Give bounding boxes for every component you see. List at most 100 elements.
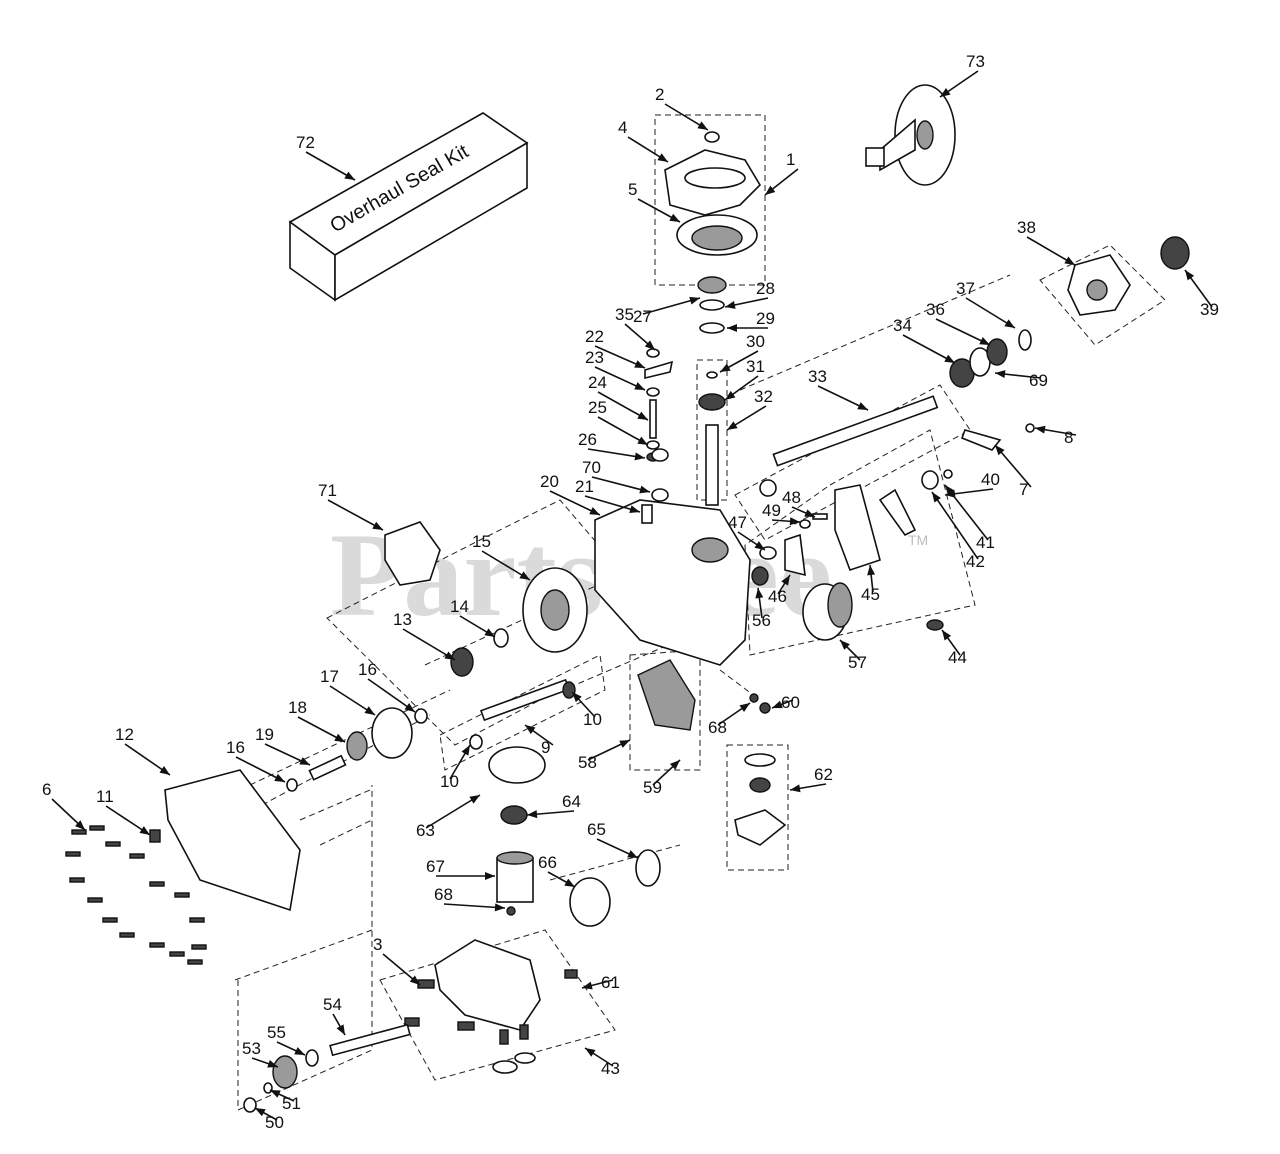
- arrowhead-8: [1035, 425, 1046, 434]
- callout-61: 61: [601, 973, 620, 992]
- axle-33-part: [772, 395, 939, 467]
- arrowhead-73: [940, 88, 951, 97]
- callout-68: 68: [708, 718, 727, 737]
- callout-40: 40: [981, 470, 1000, 489]
- arrowhead-30: [720, 363, 731, 372]
- callout-71: 71: [318, 481, 337, 500]
- callout-26: 26: [578, 430, 597, 449]
- callout-64: 64: [562, 792, 581, 811]
- arrowhead-59: [669, 760, 680, 770]
- callout-7: 7: [1019, 480, 1028, 499]
- arrowhead-18: [334, 733, 345, 742]
- bearing-36-part: [986, 338, 1008, 366]
- arrowhead-10: [461, 745, 470, 756]
- washer-16-upper-part: [414, 708, 428, 724]
- side-cover-part: [384, 521, 441, 586]
- hub-38-part: [1067, 254, 1131, 316]
- callout-63: 63: [416, 821, 435, 840]
- arrowhead-3: [409, 975, 420, 985]
- callout-2: 2: [655, 85, 664, 104]
- pinion-18-part: [346, 731, 368, 761]
- washer-55-part: [305, 1049, 319, 1067]
- washer-14-part: [493, 628, 509, 648]
- arrowhead-32: [727, 421, 738, 430]
- callout-56: 56: [752, 611, 771, 630]
- callout-16: 16: [358, 660, 377, 679]
- arrowhead-14: [484, 628, 495, 637]
- arrowhead-50: [255, 1108, 266, 1117]
- swashplate-63-part: [488, 746, 546, 784]
- arrowhead-43: [585, 1048, 596, 1057]
- callout-73: 73: [966, 52, 985, 71]
- arrowhead-13: [444, 651, 455, 660]
- arrowhead-56: [755, 588, 764, 599]
- arrowhead-49: [789, 517, 800, 526]
- leader-68: [443, 903, 506, 909]
- callout-10: 10: [440, 772, 459, 791]
- arrowhead-55: [294, 1047, 305, 1055]
- arrowhead-22: [634, 360, 645, 368]
- side-plate-part: [164, 769, 301, 912]
- callout-35: 35: [615, 305, 634, 324]
- callout-6: 6: [42, 780, 51, 799]
- arrowhead-20: [589, 507, 600, 515]
- center-section-43-part: [404, 939, 541, 1074]
- callout-27: 27: [633, 307, 652, 326]
- gear-53-part: [272, 1055, 298, 1089]
- gear-15-part: [522, 567, 588, 653]
- arrowhead-17: [364, 706, 375, 715]
- arrowhead-1: [765, 185, 776, 195]
- clip-8-part: [1025, 423, 1035, 433]
- callout-32: 32: [754, 387, 773, 406]
- callout-58: 58: [578, 753, 597, 772]
- callout-72: 72: [296, 133, 315, 152]
- callout-55: 55: [267, 1023, 286, 1042]
- arrowhead-16: [274, 773, 285, 782]
- leader-lines: [51, 70, 1213, 1121]
- plug-68-lower-part: [506, 906, 516, 916]
- callout-59: 59: [643, 778, 662, 797]
- pin-41-part: [943, 469, 953, 479]
- shield-58-part: [637, 659, 696, 731]
- plate-42-part: [921, 470, 939, 490]
- arrowhead-47: [754, 541, 765, 550]
- arrowhead-44: [942, 630, 952, 641]
- leader-42: [931, 491, 979, 560]
- washer-16-lower-part: [286, 778, 298, 792]
- arrowhead-37: [1004, 319, 1015, 328]
- arrowhead-33: [857, 402, 868, 410]
- arrowhead-71: [372, 521, 383, 530]
- shaft-54-part: [329, 1023, 411, 1057]
- axle-hub-part: [865, 84, 956, 186]
- arrowhead-68: [739, 703, 750, 712]
- callout-60: 60: [781, 693, 800, 712]
- callout-49: 49: [762, 501, 781, 520]
- bolts-6-part: [65, 825, 207, 965]
- left-stack-part: [644, 348, 674, 462]
- plug-68-upper-part: [749, 693, 759, 703]
- arrowhead-5: [669, 213, 680, 222]
- callout-18: 18: [288, 698, 307, 717]
- leader-71: [327, 499, 384, 531]
- arrowhead-64: [527, 810, 538, 819]
- bearing-13-part: [450, 647, 474, 677]
- arrowhead-68: [494, 903, 505, 912]
- arrowhead-72: [344, 171, 355, 180]
- arrowhead-65: [627, 850, 638, 858]
- arrowhead-35: [644, 340, 655, 350]
- arrowhead-57: [840, 640, 850, 650]
- bracket-46-part: [784, 533, 806, 577]
- callout-66: 66: [538, 853, 557, 872]
- arrowhead-58: [619, 740, 630, 748]
- callout-25: 25: [588, 398, 607, 417]
- spring-61-part: [564, 969, 578, 979]
- bearing-39-part: [1160, 236, 1190, 270]
- arrowhead-26: [634, 452, 645, 461]
- arrowhead-10: [572, 692, 582, 703]
- callout-14: 14: [450, 597, 469, 616]
- arrowhead-4: [657, 153, 668, 162]
- callout-43: 43: [601, 1059, 620, 1078]
- ring-51-part: [263, 1082, 273, 1094]
